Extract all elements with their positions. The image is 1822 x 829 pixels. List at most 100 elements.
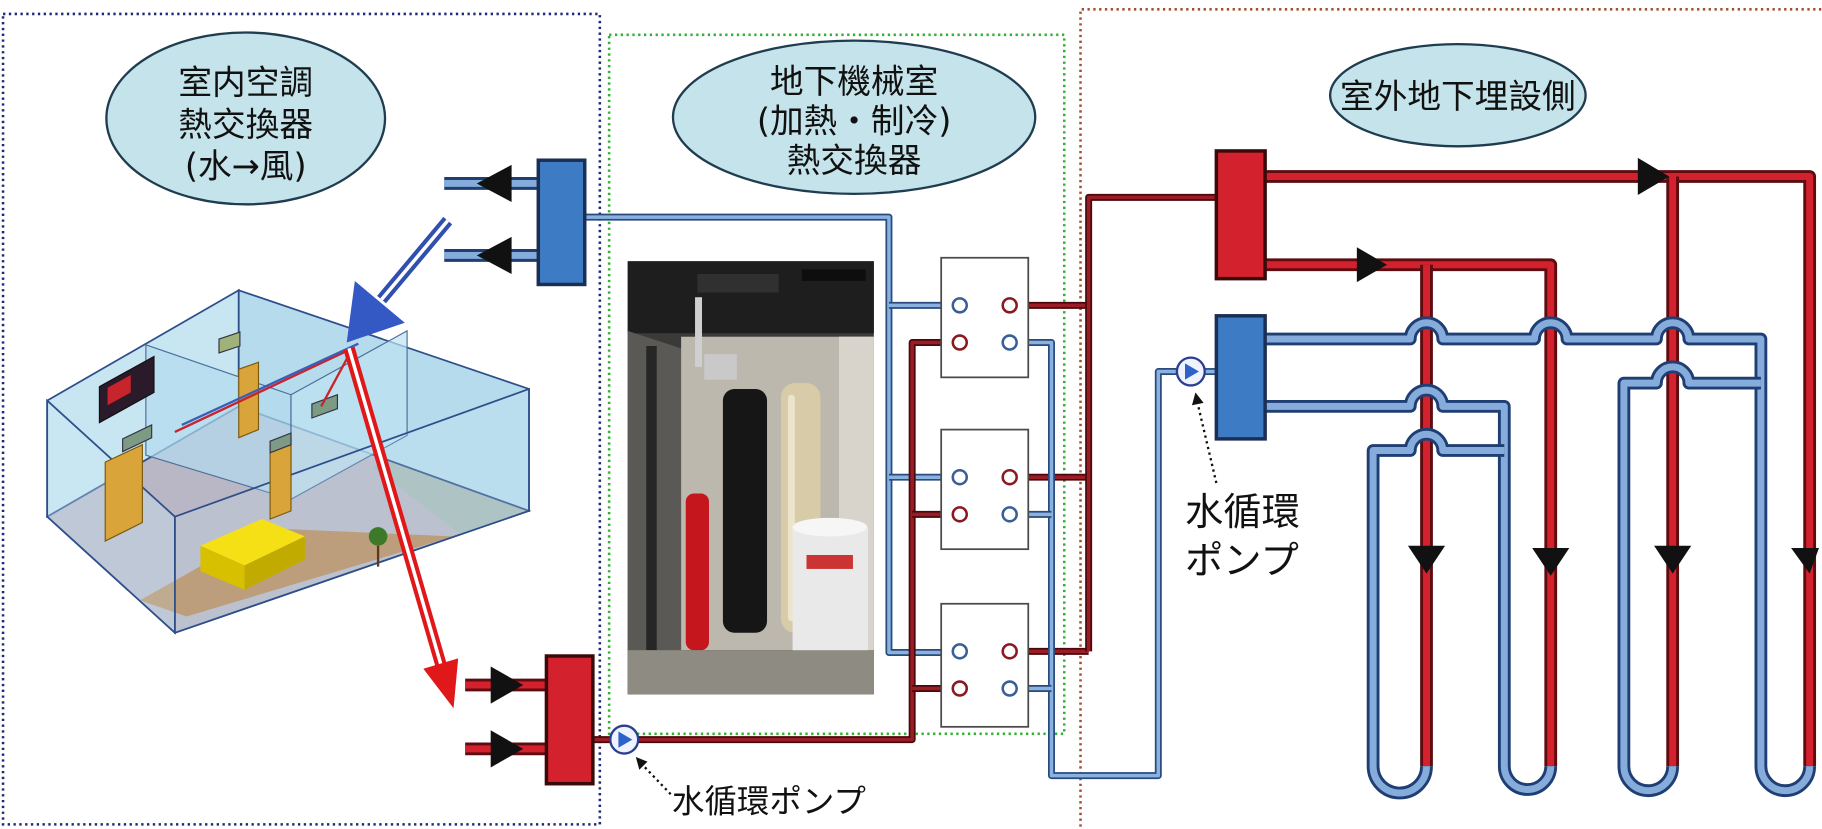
indoor-bubble-shape (105, 31, 387, 206)
photo-fire-extinguisher (685, 493, 709, 651)
pipe-outline (1373, 434, 1504, 793)
pipe-core (1014, 340, 1179, 778)
photo-ceiling-pipe (801, 269, 866, 281)
indoor-unit-2 (311, 393, 339, 419)
machine-room-bubble-line-2: (加熱・制冷) (757, 101, 952, 140)
indoor-flow-arrows (343, 216, 459, 709)
indoor-frame (1, 12, 602, 826)
flow-arrow-down-icon (1532, 548, 1570, 576)
photo-black-tank (722, 388, 768, 633)
door-2 (238, 361, 260, 439)
photo-vertical-pipe (695, 297, 703, 367)
machine-room-bubble-line-3: 熱交換器 (787, 141, 922, 180)
pipe-core (1265, 323, 1810, 791)
port-icon (1001, 506, 1018, 523)
pipe-outline (1624, 367, 1761, 791)
port-icon (951, 334, 969, 351)
indoor-supply-header (544, 654, 595, 786)
flow-arrow-down-icon (1791, 548, 1819, 574)
red-flow-arrowhead-icon (423, 658, 459, 709)
indoor-unit-3 (269, 432, 292, 454)
indoor-bubble: 室内空調 熱交換器 (水→風) (105, 31, 387, 206)
pump-label-bottom-text: 水循環ポンプ (672, 783, 866, 821)
photo-ceiling-duct (697, 274, 779, 293)
port-icon (1001, 297, 1018, 314)
photo-control-box (704, 354, 737, 380)
door-1 (104, 443, 143, 542)
leader-line (1196, 403, 1218, 484)
indoor-bubble-line-2: 熱交換器 (178, 105, 313, 144)
pump-direction-icon (618, 731, 633, 748)
flow-arrow-down-icon (1407, 545, 1446, 574)
blue-flow-arrowhead-icon (346, 280, 405, 343)
flow-arrow-right-icon (490, 730, 524, 768)
pump-label-right: 水循環 ポンプ (1185, 392, 1300, 584)
flow-arrow-right-icon (490, 666, 524, 704)
outdoor-bubble-shape (1328, 42, 1587, 148)
indoor-blue-pipe (181, 342, 359, 427)
flow-arrow-right-icon (1637, 157, 1670, 196)
flow-arrow-left-icon (476, 236, 512, 275)
pipe-outline (1265, 323, 1810, 791)
ground-supply-header (1214, 149, 1267, 281)
outdoor-bubble-label: 室外地下埋設側 (1340, 77, 1576, 116)
indoor-bubble-line-3: (水→風) (185, 147, 307, 186)
indoor-pipes (444, 164, 546, 768)
painting-detail (107, 375, 131, 406)
port-icon (951, 297, 969, 314)
sofa-front (200, 545, 245, 590)
port-icon (1001, 334, 1018, 351)
photo-water-heater-top (792, 517, 867, 537)
circulation-pump-ground (1175, 356, 1206, 387)
port-icon (951, 468, 969, 486)
room-floor-wood (140, 528, 454, 617)
ground-loop-pipes (1265, 157, 1819, 793)
outdoor-frame (1079, 8, 1822, 827)
port-icon (1001, 680, 1018, 697)
leader-line (641, 764, 672, 795)
heat-exchanger-unit-1 (940, 256, 1030, 379)
machine-room-bubble-line-1: 地下機械室 (770, 62, 938, 101)
port-icon (951, 680, 969, 697)
photo-vertical-pipe (646, 345, 657, 651)
heat-exchanger-unit-3 (940, 602, 1030, 728)
indoor-bubble-line-1: 室内空調 (178, 63, 313, 102)
indoor-unit-1 (122, 424, 153, 453)
port-icon (951, 506, 969, 523)
heat-exchanger-unit-2 (940, 428, 1030, 551)
photo-floor (627, 650, 874, 695)
flow-arrow-right-icon (1356, 247, 1388, 283)
machine-room-photo (627, 261, 874, 695)
pipe-core (1624, 367, 1761, 791)
heat-exchanger-box (940, 256, 1030, 379)
pipe-core (1373, 434, 1504, 793)
machine-room-bubble-shape (671, 39, 1037, 196)
ground-return-header (1214, 314, 1267, 441)
circulation-pump-indoor (609, 724, 640, 755)
flow-arrow-down-icon (1654, 545, 1692, 574)
machine-room-frame (607, 33, 1066, 736)
header-blocks (536, 149, 1267, 786)
sofa-side (244, 536, 305, 590)
sofa-top (200, 518, 305, 566)
blue-flow-arrow-gap (380, 219, 450, 301)
indoor-unit-4 (218, 331, 241, 354)
indoor-room-illustration (45, 288, 532, 635)
heat-exchanger-box (940, 428, 1030, 551)
port-icon (1001, 643, 1018, 660)
red-flow-arrow-gap (347, 347, 443, 665)
pipe-outline (1017, 343, 1177, 776)
indoor-red-pipe (174, 347, 354, 433)
port-icon (1001, 468, 1018, 486)
photo-heater-label (806, 554, 853, 569)
pump-label-right-line-1: 水循環 (1185, 490, 1300, 535)
port-icon (951, 643, 969, 660)
section-frames (1, 8, 1822, 827)
indoor-return-header (536, 158, 587, 287)
heat-exchanger-units (940, 256, 1030, 728)
flow-arrow-left-icon (476, 164, 512, 203)
leader-arrowhead-icon (635, 757, 648, 770)
pump-label-right-line-2: ポンプ (1185, 539, 1299, 584)
plant (368, 527, 388, 546)
